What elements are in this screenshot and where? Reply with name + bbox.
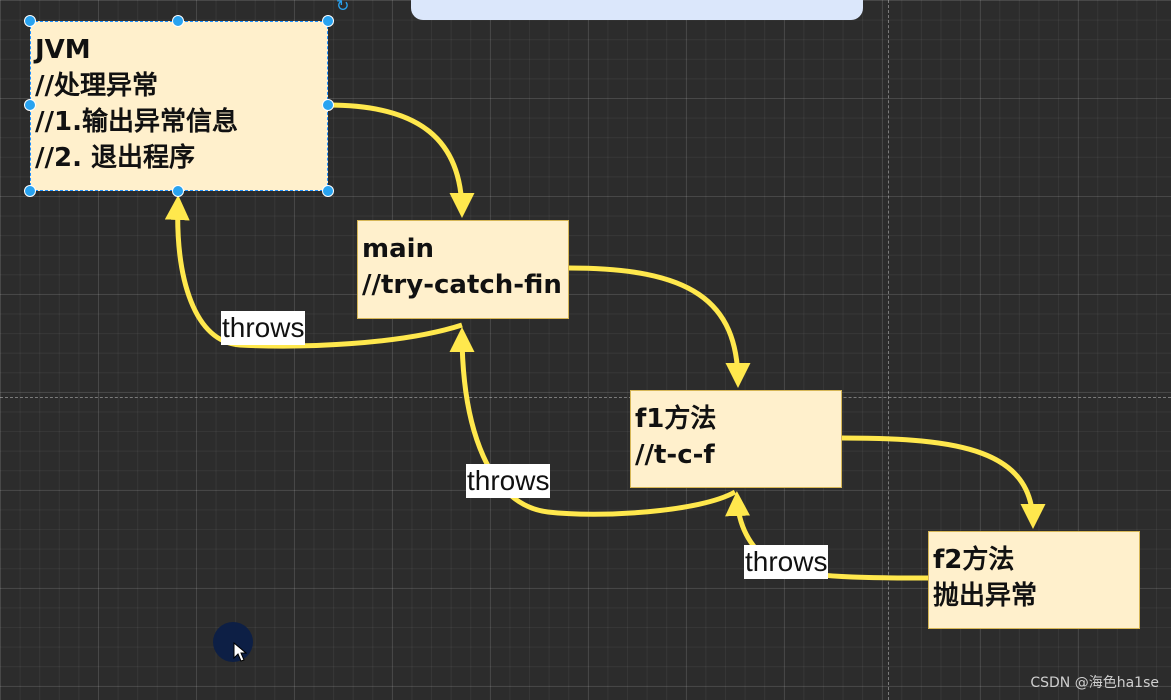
node-f1-line-1: f1方法 bbox=[635, 404, 717, 434]
resize-handle-bottom-left[interactable] bbox=[24, 185, 36, 197]
resize-handle-right[interactable] bbox=[322, 99, 334, 111]
node-jvm-line-1: JVM bbox=[35, 35, 91, 65]
watermark: CSDN @海色ha1se bbox=[1030, 675, 1159, 691]
node-f2[interactable]: f2方法 抛出异常 bbox=[928, 531, 1140, 629]
horizontal-guide-line bbox=[0, 397, 1171, 398]
node-f2-line-1: f2方法 bbox=[933, 545, 1015, 575]
edge-label-throws-main-to-jvm[interactable]: throws bbox=[221, 311, 306, 345]
arrow-jvm-to-main bbox=[327, 102, 475, 218]
resize-handle-top[interactable] bbox=[172, 15, 184, 27]
resize-handle-top-right[interactable] bbox=[322, 15, 334, 27]
node-f1[interactable]: f1方法 //t-c-f bbox=[630, 390, 842, 488]
rotate-handle-icon[interactable]: ↻ bbox=[336, 0, 350, 15]
resize-handle-bottom-right[interactable] bbox=[322, 185, 334, 197]
node-jvm-line-2: //处理异常 bbox=[35, 71, 158, 101]
node-jvm-line-4: //2. 退出程序 bbox=[35, 143, 196, 173]
edge-label-throws-f2-to-f1[interactable]: throws bbox=[744, 545, 829, 579]
resize-handle-bottom[interactable] bbox=[172, 185, 184, 197]
arrow-main-to-f1 bbox=[568, 265, 751, 388]
mouse-pointer-icon bbox=[233, 642, 247, 662]
resize-handle-left[interactable] bbox=[24, 99, 36, 111]
node-main[interactable]: main //try-catch-fin bbox=[357, 220, 569, 319]
node-main-line-1: main bbox=[362, 234, 435, 264]
node-jvm[interactable]: JVM //处理异常 //1.输出异常信息 //2. 退出程序 bbox=[30, 21, 328, 191]
vertical-guide-line bbox=[888, 0, 889, 700]
cursor-highlight bbox=[213, 622, 253, 662]
resize-handle-top-left[interactable] bbox=[24, 15, 36, 27]
top-panel bbox=[411, 0, 863, 20]
node-f2-line-2: 抛出异常 bbox=[933, 581, 1038, 611]
node-jvm-line-3: //1.输出异常信息 bbox=[35, 107, 238, 137]
edge-label-throws-f1-to-main[interactable]: throws bbox=[466, 464, 551, 498]
node-f1-line-2: //t-c-f bbox=[635, 440, 715, 470]
node-main-line-2: //try-catch-fin bbox=[362, 270, 562, 300]
arrow-f1-to-f2 bbox=[841, 435, 1046, 529]
